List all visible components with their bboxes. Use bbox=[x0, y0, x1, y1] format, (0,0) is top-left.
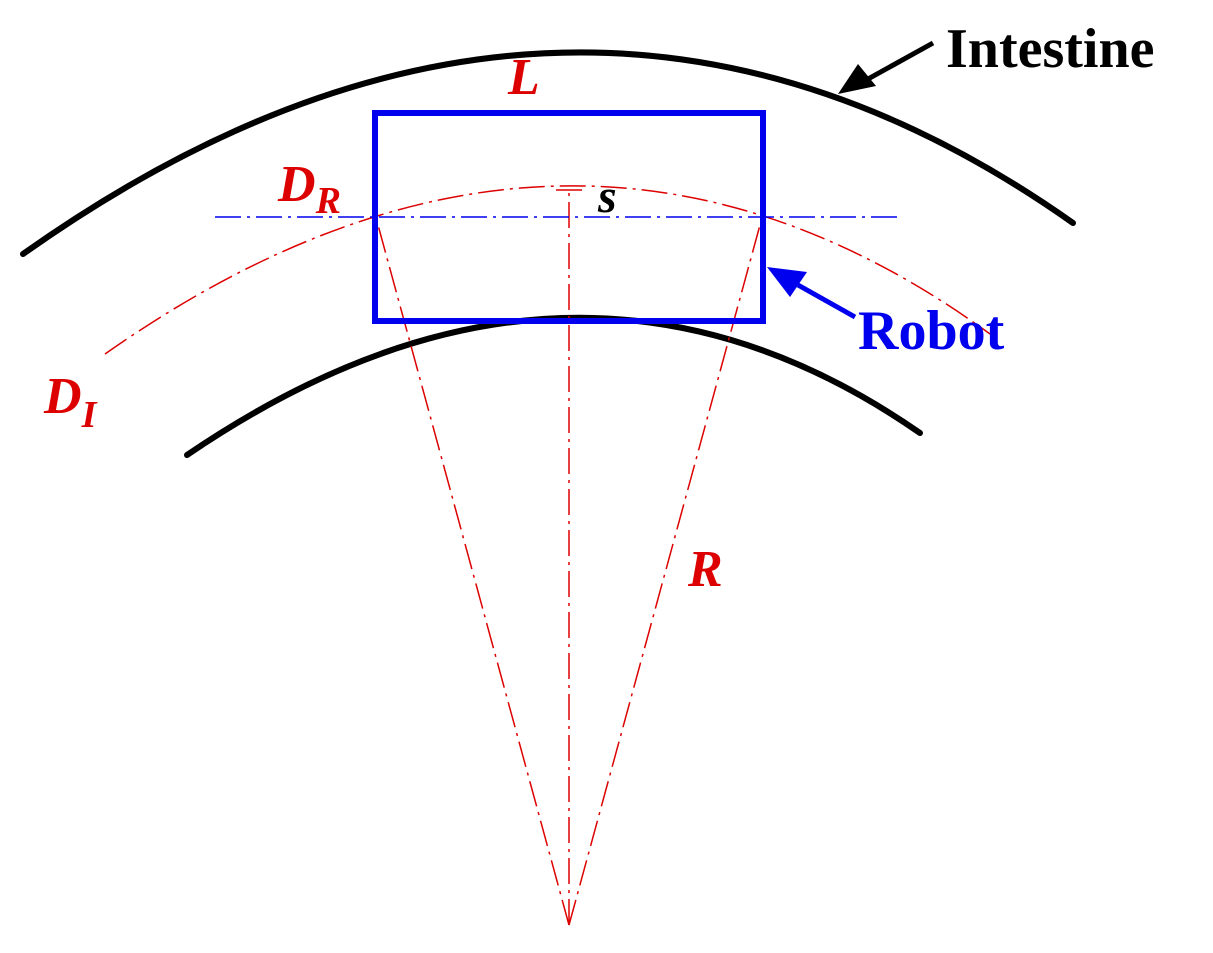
robot-diameter-main: D bbox=[277, 156, 316, 213]
robot-body bbox=[372, 110, 766, 324]
intestine-arrow bbox=[838, 40, 935, 94]
robot-arrow bbox=[767, 267, 857, 320]
intestine-centerline-arc bbox=[104, 185, 991, 355]
radius-label: R bbox=[687, 541, 723, 598]
robot-diameter-label: DR bbox=[277, 156, 341, 222]
offset-label: s bbox=[597, 170, 617, 223]
robot-label: Robot bbox=[858, 300, 1005, 362]
intestine-diameter-label: DI bbox=[43, 368, 98, 436]
intestine-inner-wall bbox=[184, 314, 923, 458]
intestine-diameter-sub: I bbox=[81, 394, 98, 436]
intestine-outer-wall bbox=[20, 49, 1076, 257]
intestine-diameter-main: D bbox=[43, 368, 82, 425]
intestine-label: Intestine bbox=[946, 18, 1154, 80]
robot-diameter-sub: R bbox=[315, 180, 341, 222]
length-label: L bbox=[507, 49, 540, 106]
